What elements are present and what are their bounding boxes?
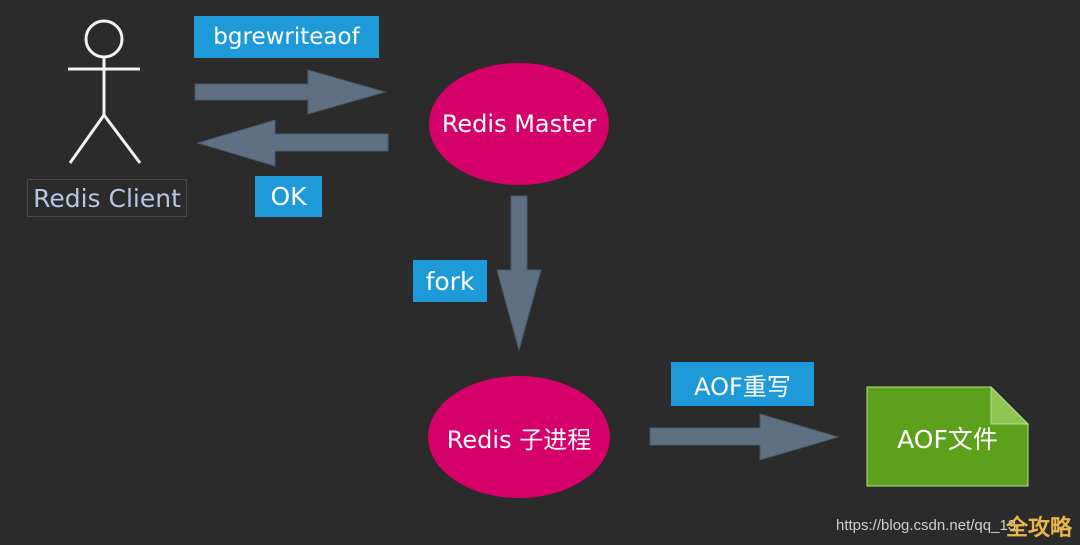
aof-file-fold [990, 385, 1030, 425]
redis-master-label: Redis Master [441, 110, 597, 138]
response-message-tag: OK [255, 176, 322, 217]
redis-child-label: Redis 子进程 [446, 425, 592, 454]
fork-message-tag: fork [413, 260, 487, 302]
client-stick-figure-icon [68, 19, 142, 164]
request-arrow [194, 69, 387, 115]
client-label: Redis Client [27, 179, 187, 217]
request-message-tag: bgrewriteaof [194, 16, 379, 58]
redis-child-node [428, 376, 610, 498]
watermark-logo: 全攻略 [1005, 516, 1072, 541]
rewrite-arrow [649, 413, 840, 461]
watermark-url: https://blog.csdn.net/qq_13 [836, 517, 1017, 534]
fork-arrow [496, 195, 542, 352]
rewrite-message-tag: AOF重写 [671, 362, 814, 406]
aof-file-icon [866, 386, 1029, 487]
aof-file-label: AOF文件 [897, 425, 998, 454]
redis-master-node [429, 63, 609, 185]
response-arrow [196, 119, 389, 167]
